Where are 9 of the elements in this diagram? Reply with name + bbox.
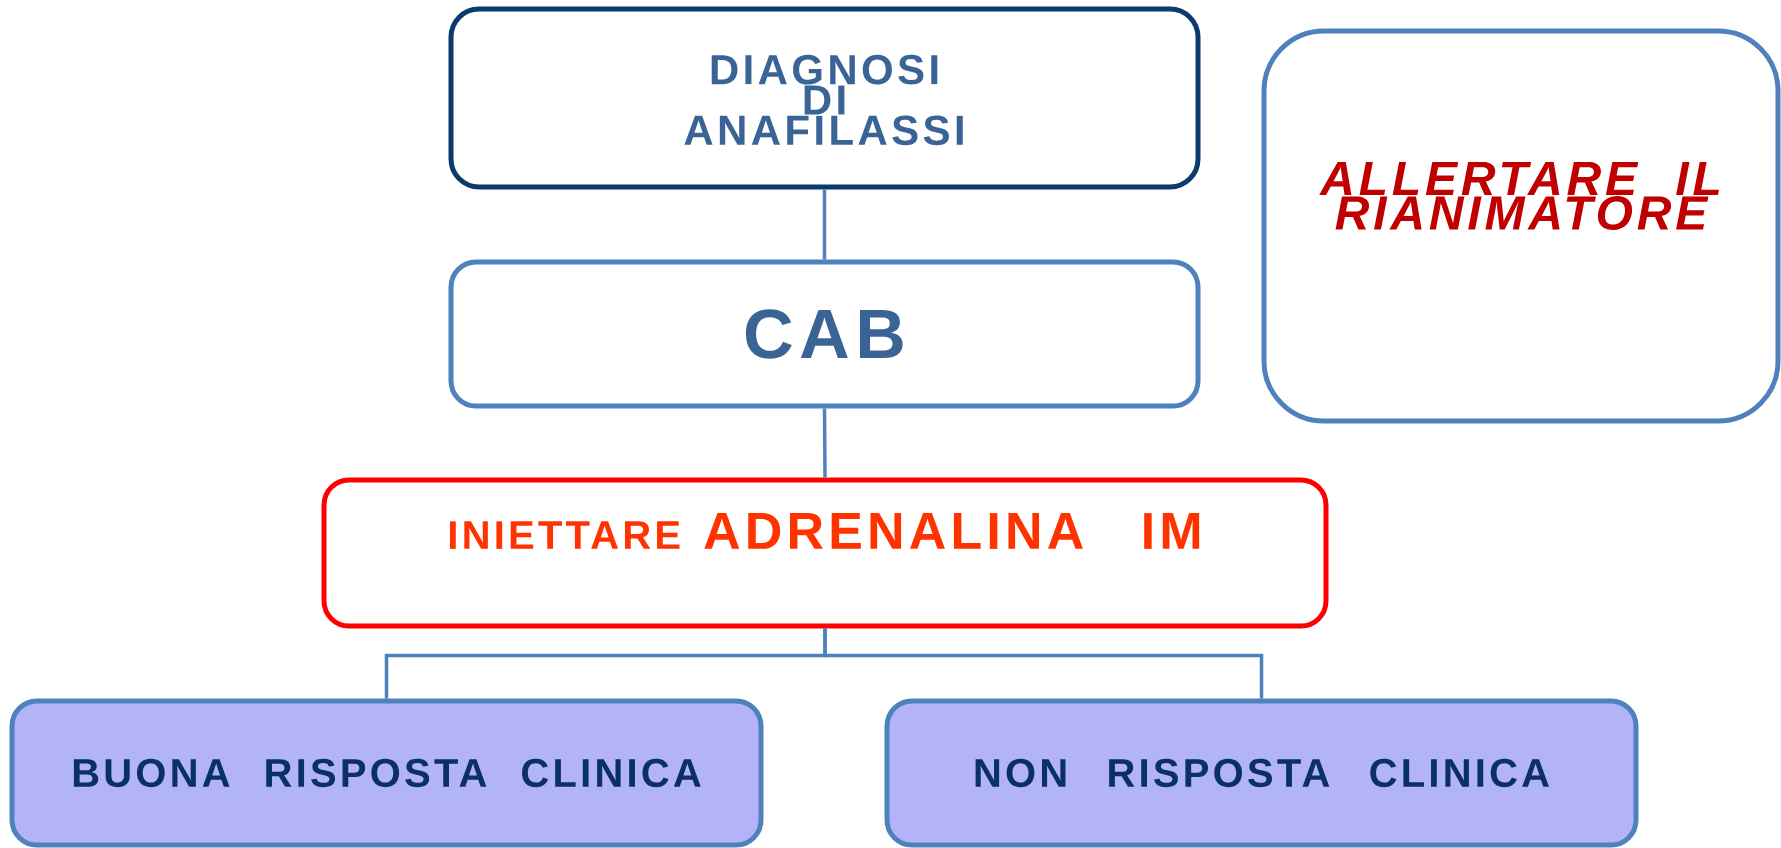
- outcome-box: BUONA RISPOSTA CLINICA: [9, 698, 764, 848]
- outcome-box: NON RISPOSTA CLINICA: [884, 698, 1639, 848]
- process-box: CAB: [448, 259, 1201, 409]
- alert-box: ALLERTARE IL RIANIMATORE: [1261, 28, 1781, 424]
- process-box: DIAGNOSI DI ANAFILASSI: [448, 6, 1201, 190]
- connector-line: [823, 628, 1264, 699]
- connector-line: [822, 189, 827, 260]
- connector-line: [822, 408, 827, 478]
- action-box: INIETTARE ADRENALINA IM: [321, 477, 1329, 629]
